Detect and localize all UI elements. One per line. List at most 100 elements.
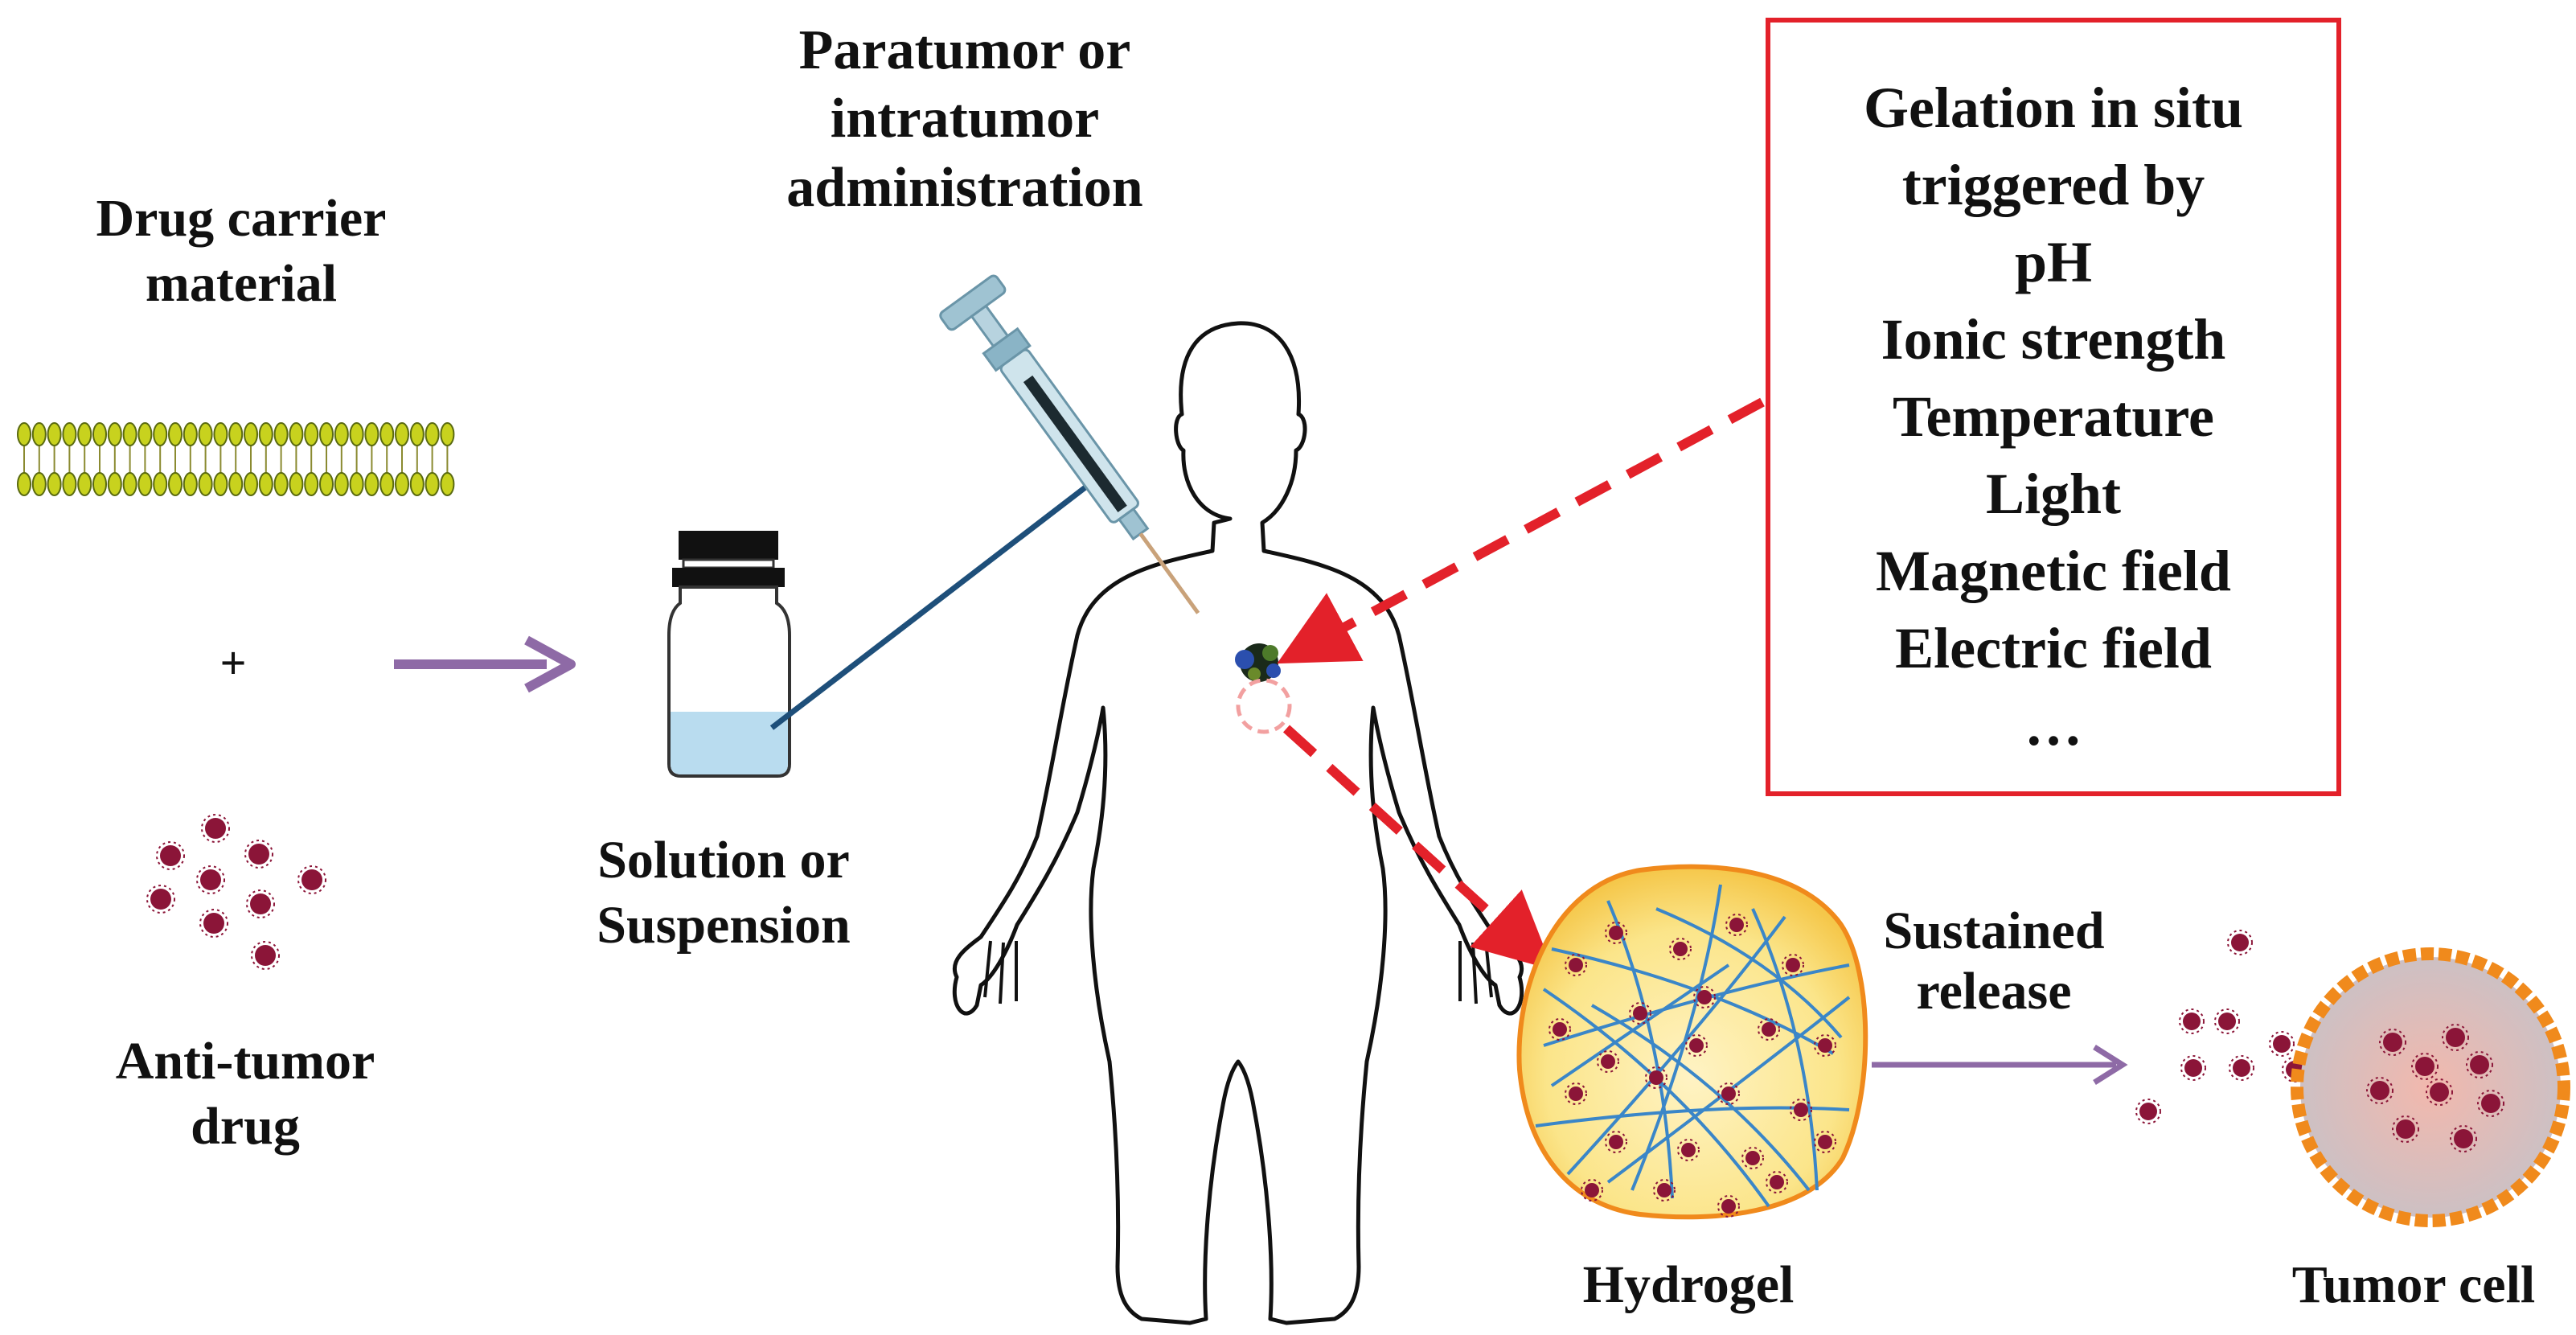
solution-line-2: Suspension: [597, 895, 851, 955]
human-body-outline: [952, 321, 1524, 1325]
injection-line: [769, 469, 1109, 730]
lipid-head: [349, 472, 364, 496]
sustained-release-label: Sustained release: [1825, 901, 2163, 1021]
lipid-head: [409, 472, 425, 496]
drug-particle: [1605, 922, 1627, 944]
drug-particle: [1741, 1147, 1764, 1169]
hydrogel-fiber: [1542, 988, 1770, 1208]
solution-label: Solution or Suspension: [507, 828, 941, 958]
drug-particle: [2135, 1099, 2161, 1124]
lipid-head: [258, 422, 273, 446]
release-arrow: [1872, 1045, 2128, 1085]
drug-particle: [2229, 1055, 2254, 1081]
hand-fingers: [983, 940, 1493, 1004]
lipid-head: [168, 422, 183, 446]
hydrogel-label: Hydrogel: [1582, 1255, 1795, 1314]
lipid-head: [409, 422, 425, 446]
lipid-head: [77, 422, 92, 446]
lipid-head: [304, 422, 319, 446]
lipid-head: [31, 422, 47, 446]
administration-line-1: Paratumor or: [798, 19, 1131, 81]
drug-particle: [1653, 1179, 1676, 1202]
drug-particle: [244, 840, 273, 869]
administration-line-2: intratumor: [830, 88, 1100, 150]
administration-line-3: administration: [786, 156, 1143, 219]
lipid-head: [122, 422, 137, 446]
drug-particle: [1565, 1082, 1587, 1105]
lipid-head: [334, 472, 349, 496]
lipid-head: [319, 422, 334, 446]
lipid-head: [273, 422, 289, 446]
drug-particle: [201, 814, 230, 843]
lipid-head: [395, 472, 409, 496]
drug-particle: [2392, 1115, 2419, 1143]
drug-particle: [1717, 1195, 1740, 1218]
drug-particle: [2269, 1031, 2295, 1057]
trigger-item: Magnetic field: [1876, 539, 2231, 603]
drug-particle: [196, 865, 225, 894]
lipid-head: [31, 472, 47, 496]
drug-particle: [2477, 1090, 2504, 1117]
drug-particle: [146, 885, 175, 914]
drug-particle: [1645, 1066, 1667, 1089]
vial-icon: [667, 531, 791, 778]
drug-particle: [1725, 914, 1748, 936]
drug-particle: [2450, 1125, 2477, 1152]
drug-particle: [1782, 954, 1804, 976]
drug-particle: [2179, 1008, 2205, 1034]
plus-sign: +: [219, 637, 247, 689]
drug-particle: [2227, 930, 2253, 955]
trigger-item: Ionic strength: [1881, 307, 2226, 372]
hydrogel-icon: [1516, 864, 1868, 1220]
drug-particle: [2442, 1024, 2469, 1051]
lipid-head: [228, 472, 244, 496]
syringe-icon: [939, 274, 1200, 614]
lipid-head: [425, 422, 440, 446]
hydrogel-fiber: [1566, 915, 1786, 1176]
drug-particle: [1693, 986, 1716, 1008]
lipid-head: [334, 422, 349, 446]
drug-particle: [1814, 1034, 1836, 1057]
lipid-head: [17, 422, 31, 446]
drug-particle: [2214, 1008, 2240, 1034]
lipid-head: [289, 422, 304, 446]
lipid-head: [213, 422, 228, 446]
drug-particle: [2379, 1029, 2406, 1056]
lipid-head: [273, 472, 289, 496]
drug-particle: [1758, 1018, 1780, 1041]
drug-particle: [2426, 1078, 2453, 1106]
lipid-head: [425, 472, 440, 496]
drug-particle: [1669, 938, 1692, 960]
drug-particle: [1605, 1131, 1627, 1153]
lipid-head: [92, 472, 107, 496]
lipid-head: [440, 472, 455, 496]
lipid-head: [258, 472, 273, 496]
drug-carrier-line-1: Drug carrier: [96, 189, 387, 248]
lipid-head: [319, 472, 334, 496]
tumor-site-icon: [1235, 643, 1292, 734]
lipid-head: [62, 472, 77, 496]
mixing-arrow: [394, 635, 576, 693]
lipid-head: [440, 422, 455, 446]
lipid-head: [47, 422, 62, 446]
administration-label: Paratumor or intratumor administration: [724, 16, 1206, 222]
lipid-head: [153, 472, 168, 496]
drug-particle: [1629, 1002, 1651, 1025]
lipid-head: [183, 422, 198, 446]
hydrogel-fiber: [1606, 996, 1851, 1184]
lipid-head: [379, 422, 395, 446]
anti-tumor-line-1: Anti-tumor: [115, 1032, 375, 1091]
lipid-head: [304, 472, 319, 496]
drug-particle: [1717, 1082, 1740, 1105]
sustained-line-2: release: [1916, 962, 2072, 1021]
lipid-head: [47, 472, 62, 496]
drug-particle: [1581, 1179, 1603, 1202]
drug-particle: [246, 889, 275, 918]
hydrogel-fiber: [1751, 908, 1819, 1191]
drug-particle: [199, 909, 228, 938]
hydrogel-fiber: [1631, 884, 1722, 1191]
